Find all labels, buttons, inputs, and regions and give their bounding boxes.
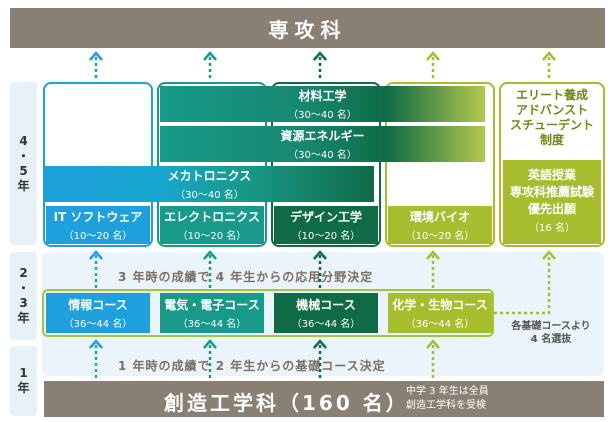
arrow-head: [542, 51, 556, 61]
arrow-head: [542, 250, 556, 260]
arrow-head: [203, 339, 217, 349]
basic-courses-frame: [42, 289, 494, 337]
course-capacity: （36〜44 名）: [291, 319, 361, 330]
elite-benefit: 英語授業: [527, 168, 576, 182]
footer-title: 創造工学科（160 名）: [164, 391, 409, 415]
elite-title-line: エリート養成: [515, 88, 588, 102]
arrow-head: [89, 51, 103, 61]
arrow-head: [203, 51, 217, 61]
course-mechatronics: メカトロニクス （30〜40 名）: [45, 166, 374, 202]
basic-course-chemistry: 化学・生物コース （36〜44 名）: [388, 293, 492, 333]
arrow-head: [89, 339, 103, 349]
header-bar: 専攻科: [10, 8, 605, 48]
note-line: 各基礎コースより: [511, 321, 591, 332]
year-label-4-5: 4 ・ 5 年: [10, 82, 37, 245]
arrow-head: [426, 339, 440, 349]
year-char: 1: [19, 366, 28, 380]
course-capacity: （30〜40 名）: [288, 150, 357, 161]
footer-note-line: 創造工学科を受検: [406, 400, 486, 411]
footer-note: 中学 3 年生は全員 創造工学科を受検: [406, 385, 489, 413]
column-outline-mechanical: [271, 82, 381, 247]
elite-benefits-box: 英語授業 専攻科推薦試験 優先出願 （16 名）: [503, 160, 601, 244]
header-title: 専攻科: [268, 17, 347, 42]
basic-course-mechanical: 機械コース （36〜44 名）: [274, 293, 378, 333]
arrow-head: [313, 339, 327, 349]
footer-bar: 創造工学科（160 名） 中学 3 年生は全員 創造工学科を受検: [44, 381, 604, 417]
course-electronics: エレクトロニクス （10〜20 名）: [160, 206, 264, 244]
course-title: 化学・生物コース: [392, 298, 488, 312]
course-title: 機械コース: [296, 298, 356, 312]
year-char: 3: [19, 296, 28, 310]
basic-course-info: 情報コース （36〜44 名）: [46, 293, 150, 333]
course-design-engineering: デザイン工学 （10〜20 名）: [274, 206, 378, 244]
course-capacity: （10〜20 名）: [291, 231, 361, 242]
column-outline-electric: [157, 82, 267, 247]
course-capacity: （36〜44 名）: [63, 319, 133, 330]
elite-title-line: アドバンスト: [515, 103, 589, 117]
basic-course-electric: 電気・電子コース （36〜44 名）: [160, 293, 264, 333]
year-char: 4: [19, 133, 28, 148]
elite-title-line: スチューデント: [509, 118, 594, 132]
course-capacity: （10〜20 名）: [177, 231, 247, 242]
course-title: IT ソフトウェア: [53, 210, 143, 224]
course-title: メカトロニクス: [167, 169, 252, 183]
column-outline-info: [43, 82, 153, 247]
elite-title-line: 制度: [539, 133, 564, 147]
course-title: 資源エネルギー: [280, 129, 365, 143]
year-char: 年: [17, 311, 30, 325]
arrow-head: [426, 51, 440, 61]
year-char: 年: [17, 381, 30, 395]
course-title: 情報コース: [68, 298, 128, 312]
footer-note-line: 中学 3 年生は全員: [406, 386, 489, 397]
course-title: 電気・電子コース: [164, 298, 260, 312]
course-materials: 材料工学 （30〜40 名）: [160, 86, 485, 122]
applied-field-decision-text: 3 年時の成績で 4 年生からの応用分野決定: [118, 270, 374, 284]
year-label-1: 1 年: [10, 346, 37, 416]
course-capacity: （30〜40 名）: [288, 110, 357, 121]
course-title: 環境バイオ: [409, 210, 470, 224]
course-capacity: （10〜20 名）: [405, 231, 475, 242]
year-char: ・: [17, 148, 30, 163]
elite-benefit: 専攻科推薦試験: [509, 185, 594, 199]
course-resources-energy: 資源エネルギー （30〜40 名）: [160, 126, 485, 162]
arrow-head: [313, 250, 327, 260]
elite-selection-note: 各基礎コースより 4 名選抜: [497, 320, 605, 346]
course-environment-bio: 環境バイオ （10〜20 名）: [388, 206, 492, 244]
arrow-head: [426, 250, 440, 260]
elite-program-title: エリート養成 アドバンスト スチューデント 制度: [501, 88, 603, 148]
column-outline-elite: [499, 82, 605, 247]
year-label-2-3: 2 ・ 3 年: [10, 252, 37, 340]
course-capacity: （30〜40 名）: [175, 190, 244, 201]
column-outline-chemistry: [385, 82, 495, 247]
year-char: ・: [17, 281, 30, 295]
elite-capacity: （16 名）: [529, 223, 575, 234]
year-char: 2: [19, 266, 28, 280]
note-line: 4 名選抜: [530, 334, 572, 345]
elite-benefit: 優先出願: [527, 202, 576, 216]
course-it-software: IT ソフトウェア （10〜20 名）: [46, 206, 150, 244]
course-capacity: （10〜20 名）: [63, 231, 133, 242]
year-char: 年: [17, 178, 30, 193]
course-title: デザイン工学: [289, 210, 362, 224]
course-capacity: （36〜44 名）: [177, 319, 247, 330]
course-title: エレクトロニクス: [164, 210, 260, 224]
arrow-head: [313, 51, 327, 61]
year-char: 5: [19, 163, 28, 178]
course-title: 材料工学: [298, 89, 347, 103]
arrow-head: [89, 250, 103, 260]
arrow-head: [203, 250, 217, 260]
basic-course-decision-text: 1 年時の成績で 2 年生からの基礎コース決定: [118, 359, 386, 373]
course-capacity: （36〜44 名）: [405, 319, 475, 330]
elite-branch-arrow: [494, 254, 551, 315]
